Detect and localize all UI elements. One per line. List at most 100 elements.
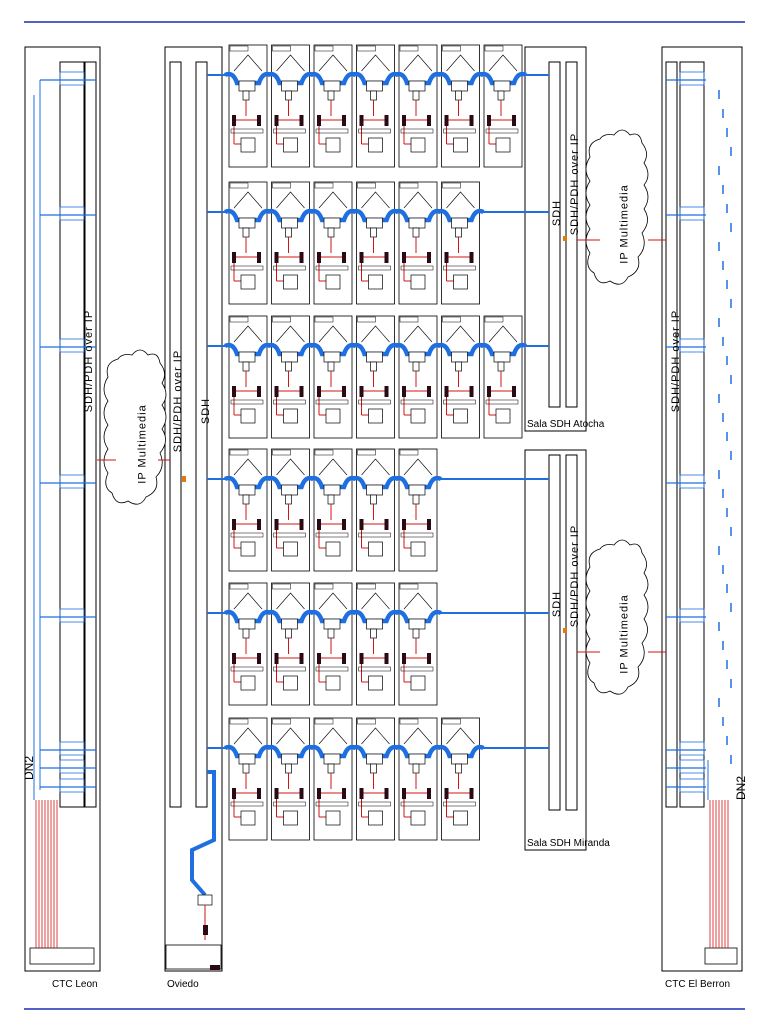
equipment-block bbox=[444, 788, 449, 799]
station-node bbox=[493, 80, 511, 92]
station-title-box bbox=[442, 316, 461, 323]
leon-port-box bbox=[59, 608, 85, 623]
equipment-block bbox=[359, 519, 364, 530]
station-caption-box bbox=[230, 532, 264, 538]
station-terminal bbox=[453, 274, 468, 290]
station-title-box bbox=[399, 583, 419, 590]
station-caption-box bbox=[358, 399, 391, 405]
station-triangle bbox=[318, 54, 348, 72]
berron-port-box bbox=[679, 206, 705, 221]
equipment-block bbox=[317, 386, 321, 397]
station-subnode bbox=[412, 361, 420, 372]
station-triangle bbox=[318, 458, 348, 476]
equipment-block bbox=[427, 115, 431, 126]
station-caption-box bbox=[358, 666, 391, 672]
berron-inner-rack bbox=[679, 61, 705, 808]
station-node bbox=[366, 217, 383, 229]
station-title-box bbox=[399, 45, 419, 52]
leon-port-box bbox=[59, 206, 85, 221]
station-caption-box bbox=[273, 265, 306, 271]
station-terminal bbox=[368, 675, 383, 691]
station-terminal bbox=[283, 408, 298, 424]
station-terminal bbox=[453, 408, 468, 424]
station-node bbox=[281, 351, 298, 363]
station-caption-box bbox=[400, 265, 434, 271]
station-subnode bbox=[370, 227, 377, 238]
equipment-block bbox=[317, 519, 321, 530]
berron-site bbox=[661, 46, 743, 972]
station-title-box bbox=[357, 718, 376, 725]
station-node bbox=[323, 80, 341, 92]
equipment-block bbox=[469, 788, 474, 799]
equipment-block bbox=[487, 386, 491, 397]
station-subnode bbox=[327, 494, 335, 505]
station-node bbox=[238, 753, 256, 765]
station-node bbox=[281, 484, 298, 496]
station-triangle bbox=[488, 54, 518, 72]
station-subnode bbox=[412, 227, 420, 238]
station-node bbox=[451, 217, 468, 229]
leon-terminal-box bbox=[29, 947, 95, 965]
oviedo-ip-rack bbox=[169, 61, 182, 808]
station-terminal bbox=[325, 541, 341, 557]
station-triangle bbox=[233, 727, 263, 745]
equipment-block bbox=[232, 519, 236, 530]
station-title-box bbox=[357, 45, 376, 52]
station-caption-box bbox=[443, 801, 476, 807]
cloud-leon-label: IP Multimedia bbox=[136, 404, 149, 484]
station-subnode bbox=[412, 494, 420, 505]
oviedo-local-equipment bbox=[203, 925, 208, 935]
station-subnode bbox=[370, 494, 377, 505]
station-title-box bbox=[314, 316, 334, 323]
station-subnode bbox=[412, 763, 420, 774]
station-subnode bbox=[242, 763, 250, 774]
miranda-port bbox=[563, 628, 567, 633]
station-title-box bbox=[229, 316, 249, 323]
equipment-block bbox=[384, 519, 389, 530]
station-triangle bbox=[276, 191, 305, 209]
station-caption-box bbox=[443, 265, 476, 271]
equipment-block bbox=[444, 252, 449, 263]
leon-rack-label: SDH/PDH over IP bbox=[83, 309, 96, 413]
station-subnode bbox=[285, 763, 292, 774]
station-triangle bbox=[403, 54, 433, 72]
berron-sdh-rack bbox=[665, 61, 678, 808]
equipment-block bbox=[232, 386, 236, 397]
oviedo-site-label: Oviedo bbox=[167, 979, 199, 990]
cloud-miranda-label: IP Multimedia bbox=[618, 594, 631, 674]
station-caption-box bbox=[400, 801, 434, 807]
atocha-port bbox=[563, 236, 567, 241]
equipment-block bbox=[359, 252, 364, 263]
leon-site bbox=[24, 46, 101, 972]
equipment-block bbox=[402, 519, 406, 530]
station-node bbox=[323, 351, 341, 363]
station-caption-box bbox=[230, 666, 264, 672]
station-title-box bbox=[314, 718, 334, 725]
station-card bbox=[356, 181, 395, 305]
station-terminal bbox=[325, 408, 341, 424]
equipment-block bbox=[299, 386, 304, 397]
station-title-box bbox=[314, 449, 334, 456]
equipment-block bbox=[342, 252, 346, 263]
equipment-block bbox=[444, 115, 449, 126]
equipment-block bbox=[427, 386, 431, 397]
station-caption-box bbox=[358, 265, 391, 271]
berron-port-box bbox=[679, 759, 705, 774]
station-triangle bbox=[276, 592, 305, 610]
leon-outer-rack bbox=[24, 46, 101, 972]
station-terminal bbox=[368, 137, 383, 153]
station-triangle bbox=[403, 592, 433, 610]
station-title-box bbox=[442, 45, 461, 52]
equipment-block bbox=[257, 386, 261, 397]
station-caption-box bbox=[358, 801, 391, 807]
station-subnode bbox=[370, 361, 377, 372]
station-node bbox=[451, 80, 468, 92]
station-subnode bbox=[455, 763, 462, 774]
equipment-block bbox=[427, 653, 431, 664]
station-triangle bbox=[233, 458, 263, 476]
station-node bbox=[238, 484, 256, 496]
station-caption-box bbox=[443, 399, 476, 405]
station-triangle bbox=[361, 458, 390, 476]
station-caption-box bbox=[230, 128, 264, 134]
